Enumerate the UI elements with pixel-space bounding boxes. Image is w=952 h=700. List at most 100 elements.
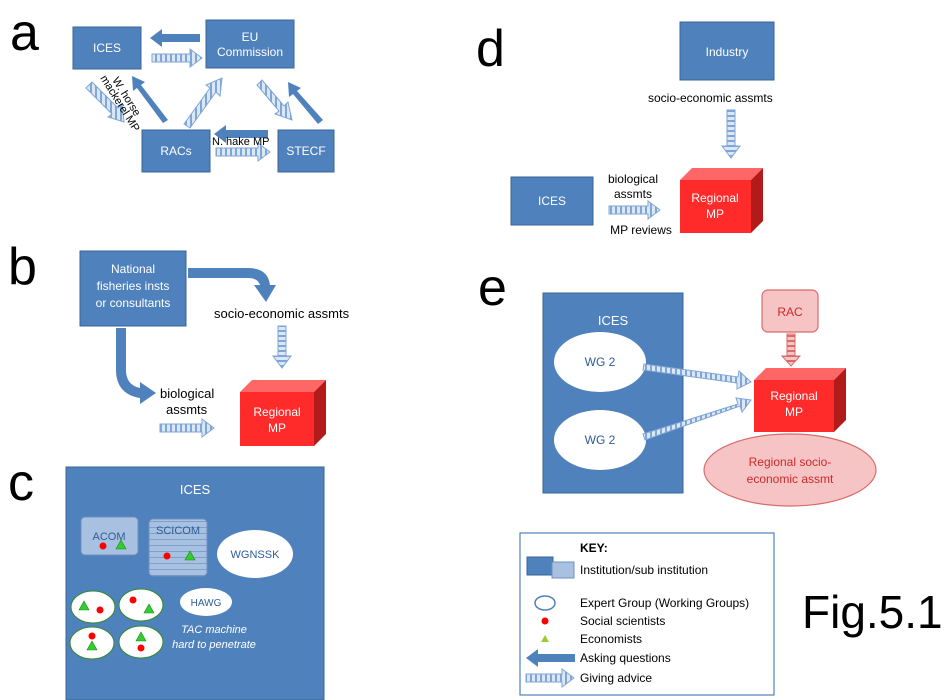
national-label-2: fisheries insts — [97, 279, 170, 293]
key-social-label: Social scientists — [580, 614, 665, 628]
ices-label-a: ICES — [93, 41, 121, 55]
expert-group-cluster — [69, 588, 164, 660]
regional-mp-cube-b: Regional MP — [240, 380, 326, 446]
bio-label-d-2: assmts — [614, 187, 652, 201]
socio-label-e-1: Regional socio- — [749, 455, 832, 469]
panel-d: d Industry socio-economic assmts ICES bi… — [476, 20, 775, 237]
panel-e: e ICES WG 2 WG 2 RAC Regional MP R — [478, 259, 877, 507]
advice-arrow-wg-top-to-mp — [642, 363, 752, 390]
wgnssk-label: WGNSSK — [231, 549, 281, 561]
hawg-label: HAWG — [191, 598, 222, 609]
advice-arrow-racs-to-stecf — [215, 142, 271, 162]
mp-label-e-1: Regional — [770, 389, 817, 403]
stecf-box: STECF — [277, 129, 335, 173]
key-asking-arrow — [526, 649, 575, 667]
asking-arrow-stecf-to-eu — [288, 82, 323, 124]
ices-box-d: ICES — [510, 176, 594, 226]
asking-arrow-racs-to-ices — [132, 76, 168, 123]
national-fisheries-box: National fisheries insts or consultants — [79, 250, 187, 327]
social-scientist-dot — [163, 552, 171, 560]
reviews-label-d: MP reviews — [610, 223, 672, 237]
socio-label-e-2: economic assmt — [747, 472, 834, 486]
figure-label: Fig.5.1 — [802, 586, 943, 638]
industry-box: Industry — [679, 21, 775, 81]
panel-letter-c: c — [8, 454, 34, 512]
hake-mp-label: N. hake MP — [212, 136, 269, 148]
advice-arrow-eu-to-stecf — [256, 79, 293, 121]
economist-triangle — [115, 539, 127, 550]
rac-box: RAC — [761, 289, 819, 333]
ices-label-e: ICES — [598, 313, 629, 328]
panel-c: c ICES ACOM SCICOM WGNSSK — [8, 454, 325, 700]
key-expert-group-icon — [534, 595, 556, 611]
acom-box: ACOM — [80, 516, 139, 556]
mp-label-b-2: MP — [268, 421, 286, 435]
advice-arrow-wg-bottom-to-mp — [642, 397, 752, 441]
socio-label-d: socio-economic assmts — [648, 91, 773, 105]
key-subinstitution-swatch — [551, 561, 575, 579]
eu-commission-box: EU Commission — [205, 19, 295, 69]
economist-triangle — [86, 640, 98, 651]
bio-label-d-1: biological — [608, 172, 658, 186]
expert-group-ellipse — [70, 590, 116, 624]
ices-label-d: ICES — [538, 194, 566, 208]
eu-label-1: EU — [242, 30, 259, 44]
asking-arrow-stecf-to-racs — [214, 125, 268, 143]
advice-arrow-industry-to-mp — [721, 109, 741, 159]
wgnssk-ellipse: WGNSSK — [217, 530, 293, 578]
expert-group-ellipse — [118, 625, 164, 659]
bio-label-b-1: biological — [160, 386, 214, 401]
bio-label-b-2: assmts — [166, 402, 208, 417]
ices-box-a: ICES — [72, 26, 142, 70]
national-label-3: or consultants — [96, 296, 171, 310]
panel-letter-d: d — [476, 20, 505, 78]
key-border — [519, 532, 775, 696]
asking-arrow-national-to-socio — [188, 268, 276, 302]
racs-box: RACs — [141, 129, 211, 173]
key-title: KEY: — [580, 541, 608, 555]
economist-triangle — [135, 631, 147, 642]
economist-triangle — [78, 600, 90, 611]
social-scientist-dot — [96, 606, 104, 614]
mp-label-b-1: Regional — [253, 405, 300, 419]
key-expert-group-label: Expert Group (Working Groups) — [580, 596, 749, 610]
regional-socio-ellipse: Regional socio- economic assmt — [703, 433, 877, 507]
advice-arrow-racs-to-eu — [183, 77, 223, 129]
panel-b: b National fisheries insts or consultant… — [8, 238, 350, 446]
asking-arrow-eu-to-ices — [150, 29, 200, 47]
scicom-box: SCICOM — [148, 518, 208, 577]
wg-ellipse-bottom: WG 2 — [554, 410, 646, 470]
key-advice-arrow — [525, 668, 575, 688]
advice-arrow-ices-to-mp-d — [608, 200, 661, 220]
key-advice-label: Giving advice — [580, 671, 652, 685]
key-institution-label: Institution/sub institution — [580, 563, 708, 577]
advice-arrow-socio-to-mp-b — [272, 325, 292, 369]
asking-arrow-national-to-bio — [116, 328, 156, 404]
social-scientist-dot — [99, 542, 107, 550]
key-institution-swatch — [526, 556, 554, 576]
economist-triangle — [143, 603, 155, 614]
advice-arrow-ices-to-racs — [85, 81, 125, 123]
industry-label: Industry — [706, 45, 749, 59]
key-asking-label: Asking questions — [580, 651, 671, 665]
legend-key: KEY: Institution/sub institution Expert … — [519, 532, 775, 696]
social-scientist-dot — [129, 596, 137, 604]
wg-ellipse-top: WG 2 — [554, 332, 646, 392]
wg-label-top: WG 2 — [585, 355, 616, 369]
mp-label-d-1: Regional — [691, 191, 738, 205]
eu-label-2: Commission — [217, 45, 283, 59]
tac-label-1: TAC machine — [181, 624, 247, 636]
panel-letter-b: b — [8, 238, 37, 296]
wg-label-bottom: WG 2 — [585, 433, 616, 447]
key-economists-label: Economists — [580, 632, 642, 646]
scicom-label: SCICOM — [156, 525, 200, 537]
panel-letter-e: e — [478, 259, 507, 317]
stecf-label: STECF — [286, 144, 325, 158]
advice-arrow-bio-to-mp-b — [159, 418, 215, 438]
economist-triangle — [184, 550, 196, 561]
key-economist-triangle — [541, 635, 549, 642]
expert-group-ellipse — [118, 588, 164, 622]
social-scientist-dot — [137, 644, 145, 652]
regional-mp-cube-d: Regional MP — [680, 168, 763, 233]
